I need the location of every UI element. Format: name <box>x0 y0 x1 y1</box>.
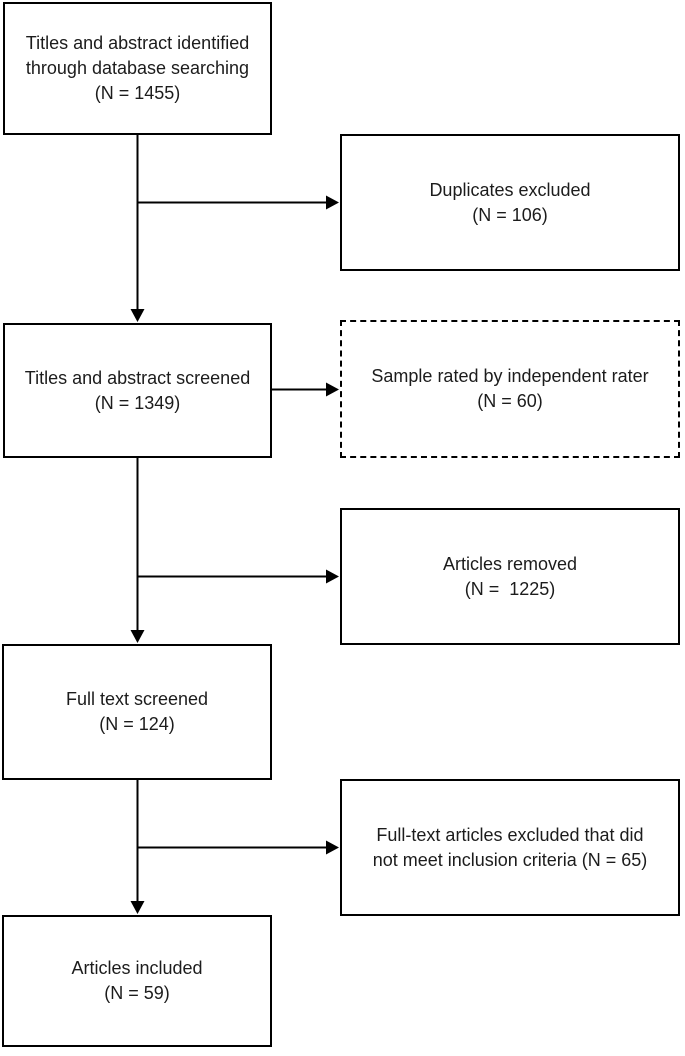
box-full-text-screened: Full text screened (N = 124) <box>2 644 272 780</box>
arrowhead-down-icon <box>130 630 145 643</box>
box-sample-rated: Sample rated by independent rater (N = 6… <box>340 320 680 458</box>
box-text-line: (N = 59) <box>104 983 170 1003</box>
box-text-line: Articles removed <box>442 553 578 574</box>
box-text-line: (N = 1455) <box>94 83 181 103</box>
arrowhead-right-icon <box>326 569 339 584</box>
box-text-line: (N = 1349) <box>94 392 181 413</box>
arrowhead-right-icon <box>326 382 339 397</box>
box-text-line: Titles and abstract identified <box>25 33 250 53</box>
box-text-line: Duplicates excluded <box>429 179 591 200</box>
box-text-line: Sample rated by independent rater <box>371 366 649 386</box>
box-titles-screened: Titles and abstract screened (N = 1349) <box>3 323 272 458</box>
box-text-line: (N = 60) <box>477 391 543 411</box>
box-articles-removed: Articles removed (N = 1225) <box>340 508 680 645</box>
box-articles-included: Articles included (N = 59) <box>2 915 272 1047</box>
box-text-line: Titles and abstract screened <box>24 367 251 388</box>
box-text-line: not meet inclusion criteria (N = 65) <box>372 849 648 870</box>
box-text-line: Articles included <box>71 958 203 978</box>
box-full-text-excluded: Full-text articles excluded that did not… <box>340 779 680 916</box>
box-titles-identified: Titles and abstract identified through d… <box>3 2 272 135</box>
arrowhead-down-icon <box>130 901 145 914</box>
arrowhead-right-icon <box>326 195 339 210</box>
box-text-line: through database searching <box>25 58 250 78</box>
box-text-line: (N = 106) <box>472 204 548 225</box>
arrowhead-down-icon <box>130 309 145 322</box>
box-text-line: (N = 124) <box>99 714 175 734</box>
box-text-line: (N = 1225) <box>464 578 556 599</box>
box-text-line: Full-text articles excluded that did <box>376 824 644 845</box>
box-duplicates-excluded: Duplicates excluded (N = 106) <box>340 134 680 271</box>
arrowhead-right-icon <box>326 840 339 855</box>
box-text-line: Full text screened <box>65 689 209 709</box>
